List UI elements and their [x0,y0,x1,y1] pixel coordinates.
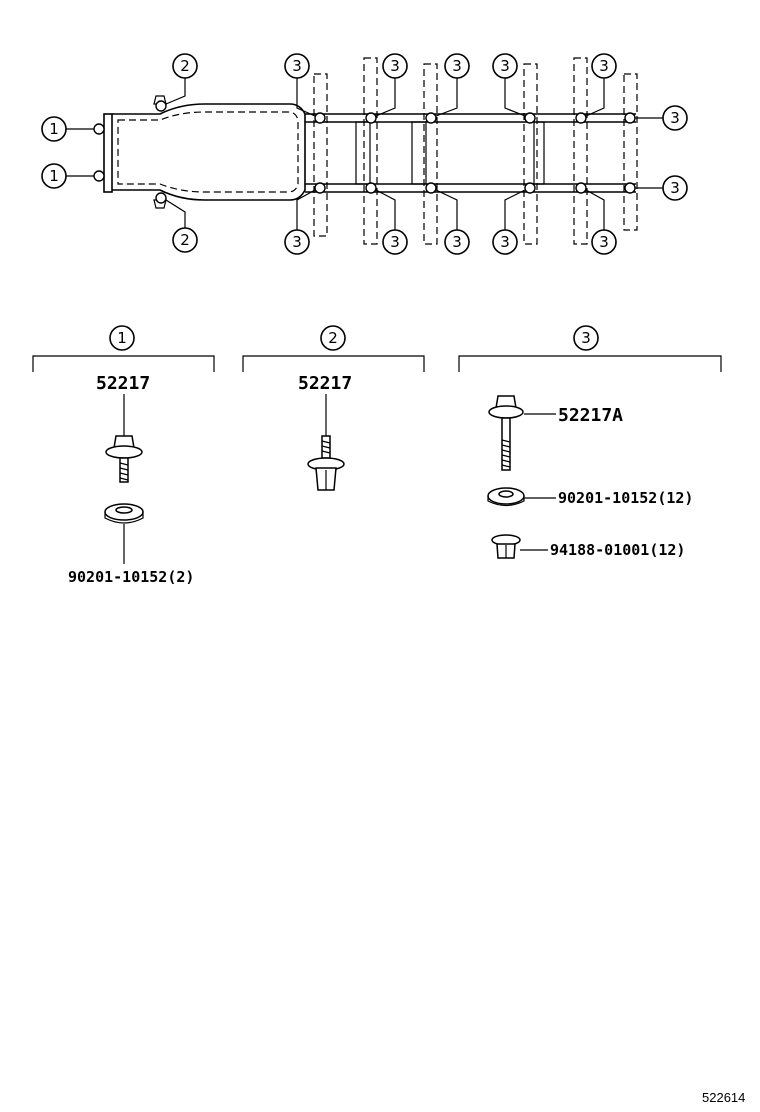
svg-text:2: 2 [180,57,190,75]
callout-1-bottom: 1 [41,163,67,189]
svg-text:3: 3 [390,57,400,75]
callout-1-top: 1 [41,116,67,142]
group-3-part-bolt: 52217A [558,405,623,426]
callout-3-bottom-4: 3 [492,229,518,255]
svg-text:3: 3 [452,57,462,75]
group-3-callout: 3 [573,325,599,351]
svg-text:3: 3 [390,233,400,251]
svg-text:3: 3 [670,109,680,127]
flange-nut-icon [491,534,521,559]
svg-text:1: 1 [117,329,127,347]
stud-bolt-icon [307,435,345,491]
callout-3-top-1: 3 [284,53,310,79]
callout-3-bottom-5: 3 [591,229,617,255]
group-2-callout: 2 [320,325,346,351]
svg-text:3: 3 [581,329,591,347]
callout-3-bottom-1: 3 [284,229,310,255]
washer-icon [104,503,144,524]
parts-group-1: 1 52217 90201-10152(2) [32,325,215,586]
callout-2-top: 2 [172,53,198,79]
callout-3-top-5: 3 [591,53,617,79]
group-1-part-main: 52217 [96,373,150,394]
svg-text:3: 3 [292,57,302,75]
svg-text:3: 3 [500,233,510,251]
callout-3-bottom-3: 3 [444,229,470,255]
group-1-callout: 1 [109,325,135,351]
frame-assembly [93,57,638,245]
svg-text:2: 2 [328,329,338,347]
group-3-part-nut: 94188-01001(12) [550,541,685,559]
group-2-part-main: 52217 [298,373,352,394]
callout-3-top-4: 3 [492,53,518,79]
callout-3-right-top: 3 [662,105,688,131]
group-3-part-washer: 90201-10152(12) [558,489,693,507]
parts-group-3: 3 52217A 90201-10152(12) 94188-01001(12) [458,325,722,559]
svg-text:3: 3 [500,57,510,75]
callout-3-top-2: 3 [382,53,408,79]
callout-3-bottom-2: 3 [382,229,408,255]
callout-3-right-bottom: 3 [662,175,688,201]
svg-text:3: 3 [292,233,302,251]
svg-text:3: 3 [599,233,609,251]
leader-lines [66,78,663,230]
parts-group-2: 2 52217 [242,325,425,491]
long-bolt-icon [488,395,524,471]
callout-3-top-3: 3 [444,53,470,79]
svg-text:1: 1 [49,167,59,185]
callout-2-bottom: 2 [172,227,198,253]
washer-icon [487,487,525,507]
svg-text:3: 3 [670,179,680,197]
diagram-reference-code: 522614 [702,1090,745,1105]
svg-text:1: 1 [49,120,59,138]
group-1-part-washer: 90201-10152(2) [68,568,194,586]
svg-text:3: 3 [452,233,462,251]
svg-text:3: 3 [599,57,609,75]
bolt-icon [105,435,143,483]
svg-text:2: 2 [180,231,190,249]
